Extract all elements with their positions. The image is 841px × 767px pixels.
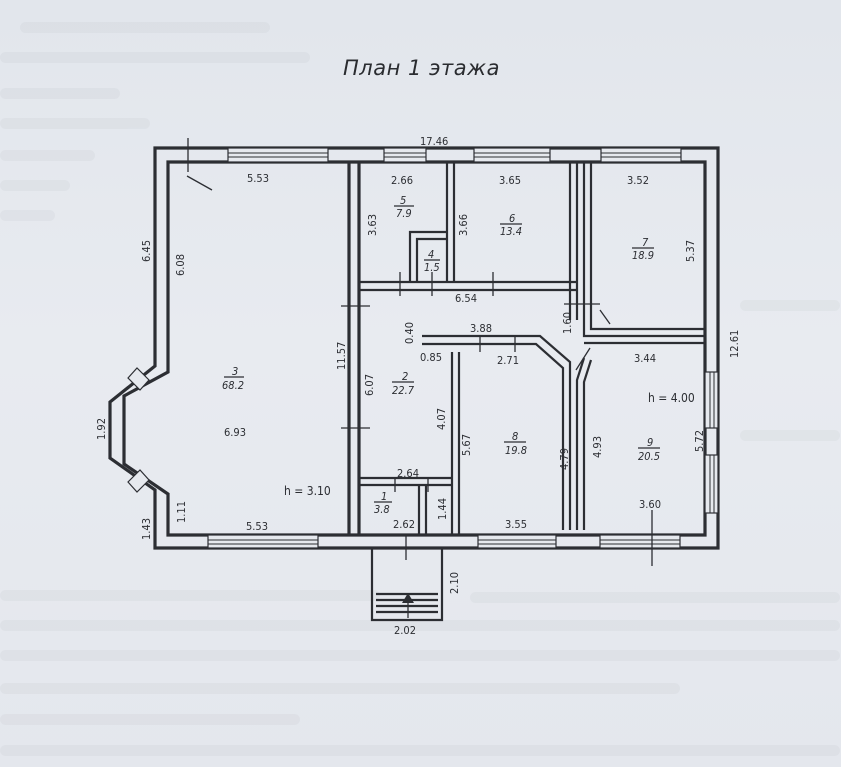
room-3-label: 3 68.2 xyxy=(222,365,244,392)
dim-4-93: 4.93 xyxy=(591,436,604,458)
dim-2-71: 2.71 xyxy=(497,354,519,367)
dim-1-92: 1.92 xyxy=(95,418,108,440)
room-8-area: 19.8 xyxy=(505,444,527,457)
room-3-area: 68.2 xyxy=(222,379,244,392)
dim-6-54: 6.54 xyxy=(455,292,477,305)
dim-6-45: 6.45 xyxy=(140,240,153,262)
room-4-number: 4 xyxy=(428,248,434,261)
room-6-label: 6 13.4 xyxy=(500,212,522,238)
dim-6-93: 6.93 xyxy=(224,426,246,439)
room-9-area: 20.5 xyxy=(638,450,660,463)
dim-5-37: 5.37 xyxy=(684,240,697,262)
dim-5-53-bottom: 5.53 xyxy=(246,520,268,533)
dim-5-53-top: 5.53 xyxy=(247,172,269,185)
dim-5-67: 5.67 xyxy=(460,434,473,456)
dim-4-07: 4.07 xyxy=(435,408,448,430)
height-label-right: h = 4.00 xyxy=(648,391,695,405)
room-5-label: 5 7.9 xyxy=(394,194,414,220)
dim-2-66: 2.66 xyxy=(391,174,413,187)
outer-wall xyxy=(108,146,720,550)
windows xyxy=(127,147,719,549)
room-3-number: 3 xyxy=(232,365,238,378)
dim-overall-width: 17.46 xyxy=(420,135,448,148)
dim-3-60: 3.60 xyxy=(639,498,661,511)
dim-3-55: 3.55 xyxy=(505,518,527,531)
dim-2-62: 2.62 xyxy=(393,518,415,531)
dim-1-44: 1.44 xyxy=(436,498,449,520)
dim-overall-height: 12.61 xyxy=(728,330,741,358)
dim-3-65: 3.65 xyxy=(499,174,521,187)
dim-2-02: 2.02 xyxy=(394,624,416,637)
height-label-left: h = 3.10 xyxy=(284,484,331,498)
room-1-area: 3.8 xyxy=(374,503,390,516)
room-5-area: 7.9 xyxy=(396,207,412,220)
room-4-area: 1.5 xyxy=(424,261,440,274)
dim-3-63: 3.63 xyxy=(366,214,379,236)
room-7-number: 7 xyxy=(642,236,649,249)
room-4-label: 4 1.5 xyxy=(424,248,440,274)
tick-marks xyxy=(178,138,653,566)
dim-6-08: 6.08 xyxy=(174,254,187,276)
dim-3-66: 3.66 xyxy=(457,214,470,236)
room-2-label: 2 22.7 xyxy=(392,370,415,397)
dim-2-10: 2.10 xyxy=(448,572,461,594)
room-2-area: 22.7 xyxy=(392,384,415,397)
dim-1-60: 1.60 xyxy=(561,312,574,334)
porch-stairs xyxy=(370,548,444,622)
room-2-number: 2 xyxy=(402,370,408,383)
plan-title: План 1 этажа xyxy=(343,56,500,80)
room-1-number: 1 xyxy=(381,490,387,503)
dim-0-85: 0.85 xyxy=(420,351,442,364)
dim-11-57: 11.57 xyxy=(335,342,348,370)
dim-3-88: 3.88 xyxy=(470,322,492,335)
room-1-label: 1 3.8 xyxy=(374,490,392,516)
dim-4-79: 4.79 xyxy=(558,448,571,470)
room-9-label: 9 20.5 xyxy=(638,436,660,463)
room-6-area: 13.4 xyxy=(500,225,522,238)
dim-2-64: 2.64 xyxy=(397,467,419,480)
room-7-label: 7 18.9 xyxy=(632,236,654,262)
dim-6-07: 6.07 xyxy=(363,374,376,396)
dim-1-11: 1.11 xyxy=(175,501,188,523)
dim-3-52: 3.52 xyxy=(627,174,649,187)
dim-5-72: 5.72 xyxy=(693,430,706,452)
room-6-number: 6 xyxy=(509,212,515,225)
room-8-label: 8 19.8 xyxy=(504,430,527,457)
room-5-number: 5 xyxy=(400,194,406,207)
dim-3-44: 3.44 xyxy=(634,352,656,365)
room-8-number: 8 xyxy=(512,430,518,443)
interior-walls xyxy=(347,162,705,535)
dim-0-40: 0.40 xyxy=(403,322,416,344)
dim-1-43: 1.43 xyxy=(140,518,153,540)
room-9-number: 9 xyxy=(647,436,653,449)
room-7-area: 18.9 xyxy=(632,249,654,262)
